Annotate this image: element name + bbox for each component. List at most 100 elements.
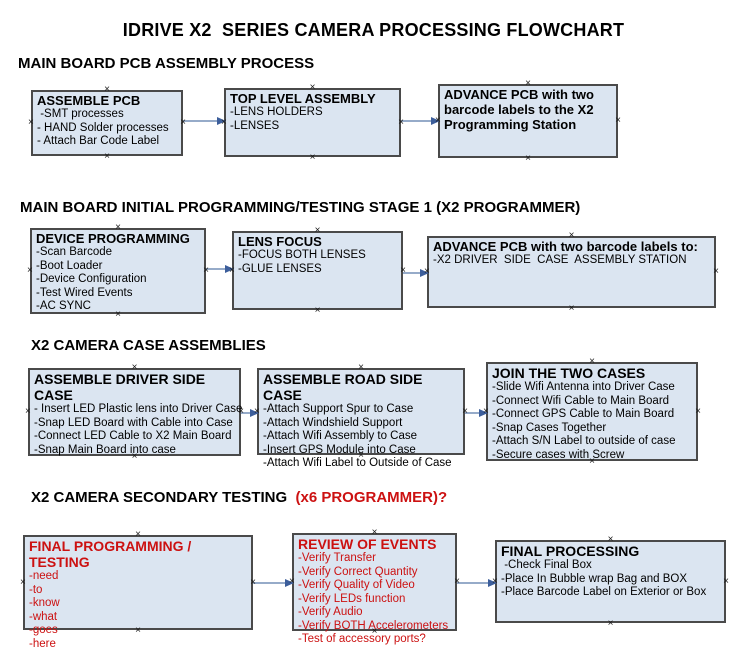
connector-handle-icon[interactable]: × (309, 152, 316, 163)
section-heading-secondary-testing: X2 CAMERA SECONDARY TESTING (x6 PROGRAMM… (31, 489, 447, 506)
flow-arrow[interactable] (457, 579, 497, 587)
section-heading-initial-programming: MAIN BOARD INITIAL PROGRAMMING/TESTING S… (20, 199, 581, 216)
box-line: -Verify Audio (298, 606, 363, 618)
connector-handle-icon[interactable]: × (135, 625, 141, 636)
connector-handle-icon[interactable]: × (115, 222, 121, 233)
connector-handle-icon[interactable]: × (607, 534, 614, 545)
flow-arrow[interactable] (253, 579, 294, 587)
section-heading-red-part: (x6 PROGRAMMER)? (287, 489, 448, 506)
connector-handle-icon[interactable]: × (221, 116, 227, 128)
flow-box-device-programming[interactable]: × × × × DEVICE PROGRAMMING -Scan Barcode… (27, 223, 209, 320)
arrowhead-icon (420, 269, 429, 277)
connector-handle-icon[interactable]: × (180, 117, 186, 128)
connector-handle-icon[interactable]: × (250, 576, 256, 588)
connector-handle-icon[interactable]: × (695, 405, 701, 417)
connector-handle-icon[interactable]: × (398, 116, 404, 128)
connector-handle-icon[interactable]: × (104, 151, 110, 162)
arrowhead-icon (431, 117, 440, 125)
connector-handle-icon[interactable]: × (25, 406, 31, 417)
flow-arrow[interactable] (465, 409, 488, 417)
flow-box-final-programming-testing[interactable]: × × × × FINAL PROGRAMMING / TESTING -nee… (20, 530, 256, 650)
connector-handle-icon[interactable]: × (289, 576, 295, 587)
flow-box-final-processing[interactable]: × × × × FINAL PROCESSING -Check Final Bo… (492, 535, 729, 629)
flow-box-advance-pcb-driver-side[interactable]: × × × × ADVANCE PCB with two barcode lab… (424, 231, 719, 314)
connector-handle-icon[interactable]: × (115, 309, 121, 320)
flow-box-assemble-driver-side-case[interactable]: × × × × ASSEMBLE DRIVER SIDE CASE - Inse… (25, 363, 244, 462)
flow-box-top-level-assembly[interactable]: × × × × TOP LEVEL ASSEMBLY -LENS HOLDERS… (221, 83, 404, 163)
flow-arrow[interactable] (403, 269, 429, 277)
box-line: -LENS HOLDERS (230, 106, 323, 118)
arrowhead-icon (250, 409, 259, 417)
box-title: LENS FOCUS (238, 234, 322, 249)
box-line: -goes (29, 624, 58, 636)
connector-handle-icon[interactable]: × (568, 303, 575, 314)
connector-handle-icon[interactable]: × (713, 266, 719, 277)
connector-handle-icon[interactable]: × (400, 264, 406, 276)
section-heading-pcb-assembly: MAIN BOARD PCB ASSEMBLY PROCESS (18, 55, 315, 72)
connector-handle-icon[interactable]: × (27, 265, 33, 276)
box-line: -Place Barcode Label on Exterior or Box (501, 586, 707, 598)
connector-handle-icon[interactable]: × (131, 451, 138, 462)
connector-handle-icon[interactable]: × (314, 225, 321, 236)
box-line: - Insert LED Plastic lens into Driver Ca… (34, 403, 243, 415)
connector-handle-icon[interactable]: × (358, 450, 364, 461)
connector-handle-icon[interactable]: × (104, 84, 110, 95)
connector-handle-icon[interactable]: × (462, 405, 468, 417)
connector-handle-icon[interactable]: × (254, 405, 260, 417)
connector-handle-icon[interactable]: × (371, 527, 378, 538)
arrowhead-icon (225, 265, 234, 273)
box-title: ASSEMBLE DRIVER SIDE CASE (34, 371, 210, 403)
flow-arrow[interactable] (241, 409, 259, 417)
connector-handle-icon[interactable]: × (568, 230, 575, 241)
box-line: -AC SYNC (36, 300, 91, 312)
connector-handle-icon[interactable]: × (435, 115, 441, 126)
connector-handle-icon[interactable]: × (371, 626, 378, 637)
connector-handle-icon[interactable]: × (492, 575, 498, 587)
flow-box-assemble-pcb[interactable]: × × × × ASSEMBLE PCB -SMT processes - HA… (28, 85, 186, 162)
connector-handle-icon[interactable]: × (358, 362, 364, 373)
connector-handle-icon[interactable]: × (723, 575, 729, 587)
section-heading-case-assemblies: X2 CAMERA CASE ASSEMBLIES (31, 337, 266, 354)
flow-arrow[interactable] (206, 265, 234, 273)
box-line: -Boot Loader (36, 259, 103, 272)
flow-box-join-the-two-cases[interactable]: × × × × JOIN THE TWO CASES -Slide Wifi A… (483, 357, 701, 467)
connector-handle-icon[interactable]: × (483, 405, 489, 417)
flow-arrow[interactable] (183, 117, 226, 125)
box-line: -Attach Wifi Assembly to Case (263, 430, 418, 442)
box-line: -Attach S/N Label to outside of case (492, 435, 676, 447)
connector-handle-icon[interactable]: × (525, 153, 531, 164)
connector-handle-icon[interactable]: × (28, 117, 34, 128)
connector-handle-icon[interactable]: × (589, 356, 595, 367)
connector-handle-icon[interactable]: × (20, 576, 26, 588)
box-title: ADVANCE PCB with two barcode labels to: (433, 239, 698, 254)
box-line: -Secure cases with Screw (492, 448, 625, 461)
flow-arrow[interactable] (401, 117, 440, 125)
flow-box-assemble-road-side-case[interactable]: × × × × ASSEMBLE ROAD SIDE CASE -Attach … (254, 363, 468, 470)
box-line: -SMT processes (37, 108, 124, 120)
connector-handle-icon[interactable]: × (135, 529, 141, 540)
connector-handle-icon[interactable]: × (131, 362, 138, 373)
box-title: FINAL PROCESSING (501, 543, 640, 559)
box-title: FINAL PROGRAMMING / TESTING (29, 538, 196, 570)
arrowhead-icon (285, 579, 294, 587)
flow-box-advance-pcb-programming-station[interactable]: × × × × ADVANCE PCB with two barcode lab… (435, 79, 621, 164)
box-title: DEVICE PROGRAMMING (36, 231, 190, 246)
connector-handle-icon[interactable]: × (238, 406, 244, 417)
flow-box-review-of-events[interactable]: × × × × REVIEW OF EVENTS -Verify Transfe… (289, 528, 460, 646)
connector-handle-icon[interactable]: × (203, 265, 209, 276)
connector-handle-icon[interactable]: × (454, 576, 460, 587)
box-line: -Snap Main Board into case (34, 443, 176, 456)
box-line: -Attach Support Spur to Case (263, 403, 414, 415)
connector-handle-icon[interactable]: × (615, 115, 621, 126)
connector-handle-icon[interactable]: × (229, 264, 235, 276)
connector-handle-icon[interactable]: × (309, 82, 316, 93)
box-line: -Verify BOTH Accelerometers (298, 619, 449, 632)
connector-handle-icon[interactable]: × (525, 78, 531, 89)
connector-handle-icon[interactable]: × (424, 266, 430, 277)
connector-handle-icon[interactable]: × (607, 618, 614, 629)
connector-handle-icon[interactable]: × (589, 456, 595, 467)
connector-handle-icon[interactable]: × (314, 305, 321, 316)
flow-box-lens-focus[interactable]: × × × × LENS FOCUS -FOCUS BOTH LENSES -G… (229, 226, 406, 316)
box-line: -Place In Bubble wrap Bag and BOX (501, 572, 688, 585)
